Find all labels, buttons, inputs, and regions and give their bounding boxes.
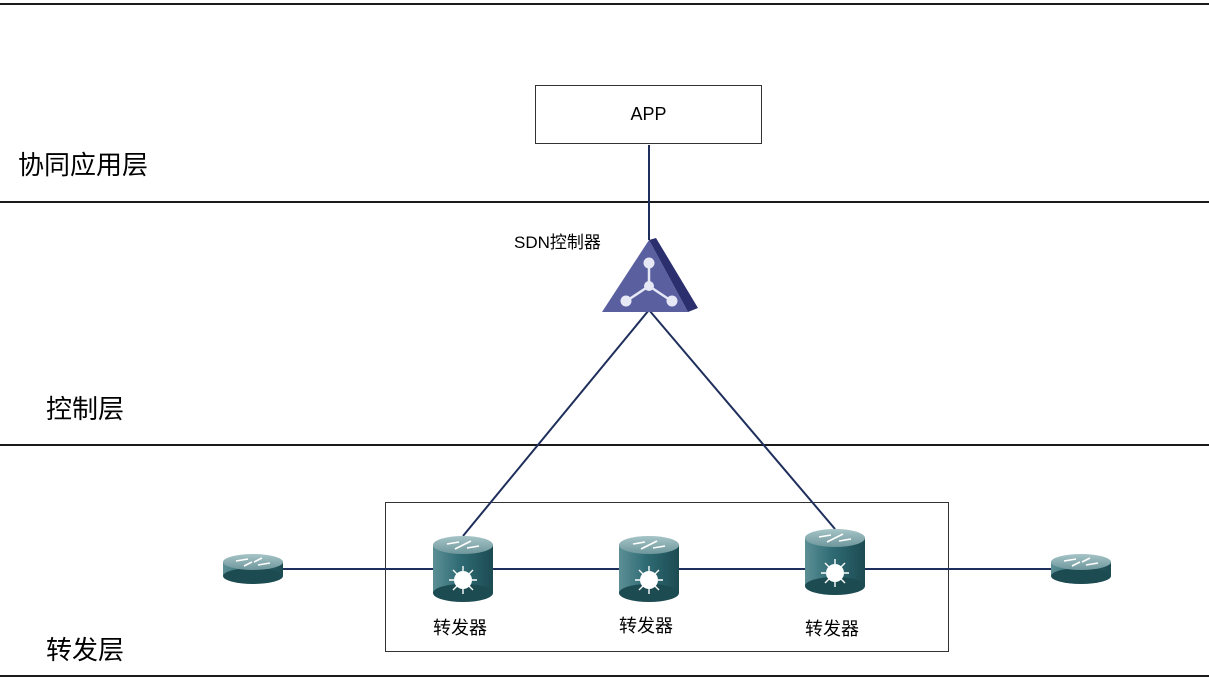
- layer3-switch-icon[interactable]: [619, 536, 679, 602]
- router-icon[interactable]: [223, 554, 283, 584]
- sdn-controller-icon[interactable]: [602, 238, 698, 312]
- forwarder-label-3: 转发器: [805, 619, 859, 640]
- divider-control-forwarding: [0, 444, 1209, 446]
- layer-label-control: 控制层: [46, 395, 125, 425]
- top-border: [0, 3, 1209, 5]
- controller-label: SDN控制器: [514, 233, 601, 252]
- link-controller-forwarder-3: [648, 309, 836, 530]
- divider-app-control: [0, 201, 1209, 203]
- layer-label-application: 协同应用层: [18, 151, 149, 181]
- link-controller-forwarder-1: [462, 309, 650, 537]
- forwarder-label-1: 转发器: [433, 618, 487, 639]
- forwarding-domain-box: [385, 502, 949, 652]
- layer3-switch-icon[interactable]: [805, 529, 865, 595]
- app-label: APP: [630, 104, 667, 124]
- bottom-border: [0, 675, 1209, 677]
- app-box[interactable]: APP: [535, 85, 762, 144]
- layer3-switch-icon[interactable]: [433, 536, 493, 602]
- layer-label-forwarding: 转发层: [46, 636, 125, 666]
- forwarder-label-2: 转发器: [619, 616, 673, 637]
- router-icon[interactable]: [1051, 554, 1111, 584]
